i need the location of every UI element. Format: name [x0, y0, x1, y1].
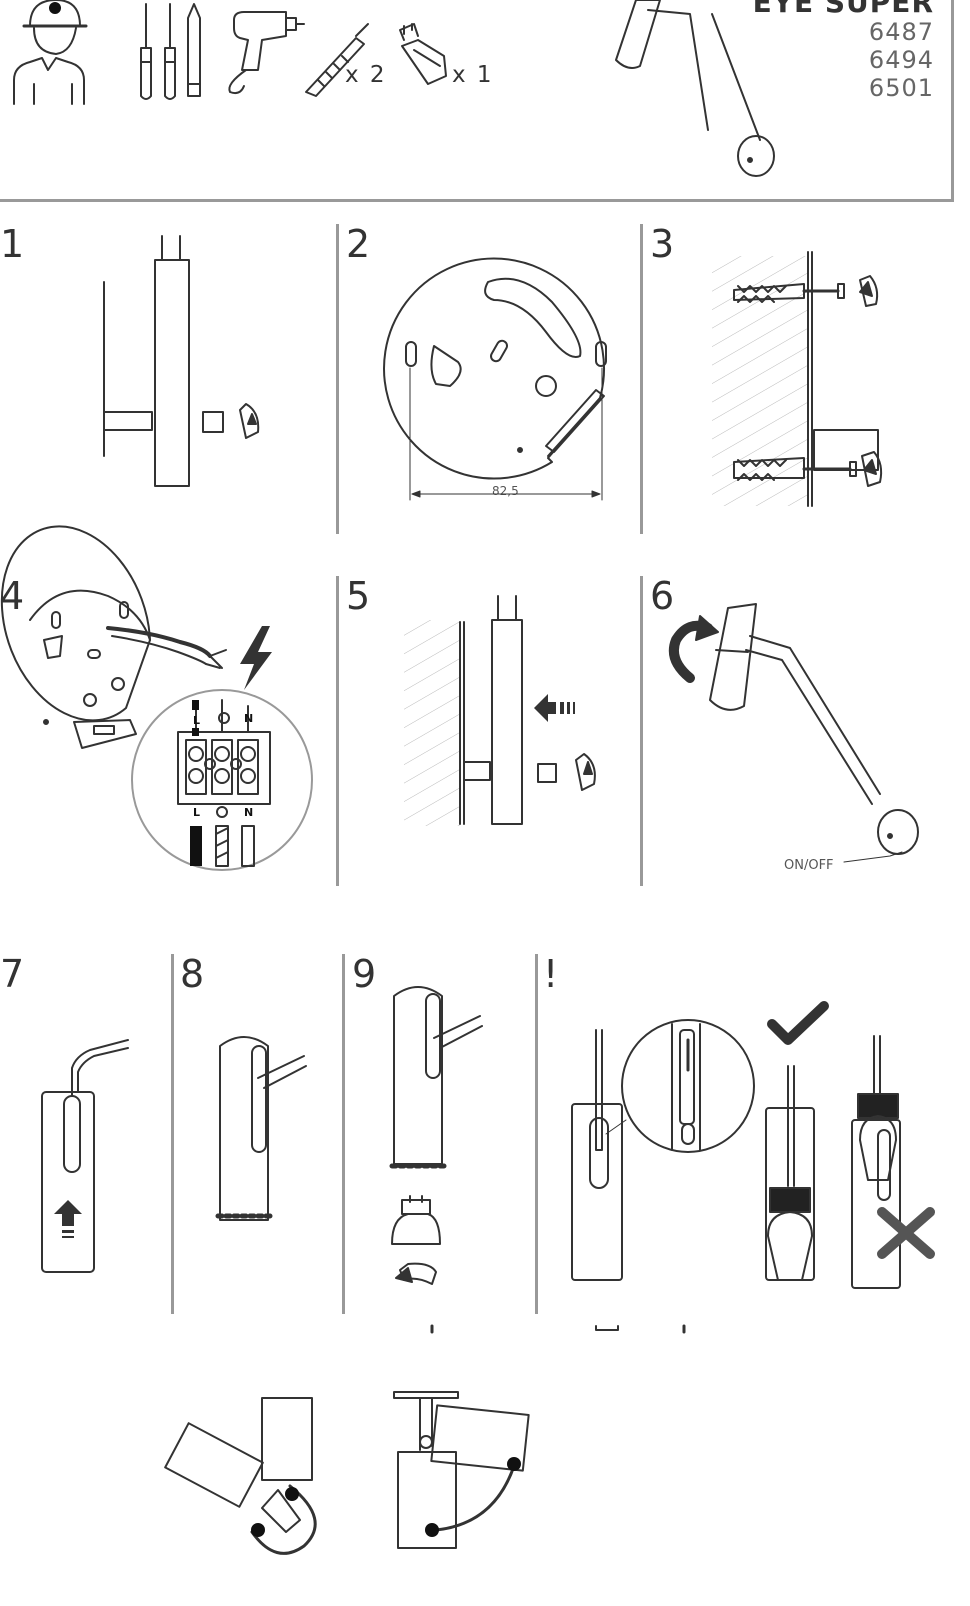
step-1-drawing [103, 235, 260, 487]
divider-2-3 [640, 224, 643, 534]
step-number-1: 1 [0, 222, 25, 266]
divider-4-5 [336, 576, 339, 886]
step-number-7: 7 [0, 952, 25, 996]
divider-5-6 [640, 576, 643, 886]
step-8-drawing [215, 1036, 307, 1221]
warning-drawing [571, 1001, 935, 1289]
step-number-5: 5 [346, 574, 371, 618]
pencil-icon [187, 3, 201, 97]
step-number-9: 9 [352, 952, 377, 996]
step-number-2: 2 [346, 222, 371, 266]
header-frame [0, 0, 954, 202]
bulb-quantity: x 1 [452, 62, 494, 88]
dowel-quantity: x 2 [345, 62, 387, 88]
step-9-drawing [389, 986, 483, 1285]
product-name: EYE SUPER [752, 0, 934, 19]
step-2-drawing [383, 257, 607, 501]
divider-1-2 [336, 224, 339, 534]
dowel-icon [305, 23, 369, 97]
divider-7-8 [171, 954, 174, 1314]
warning-mark: ! [543, 952, 559, 996]
step-3-drawing [712, 251, 883, 507]
svg-text:L: L [193, 714, 200, 727]
svg-text:N: N [244, 712, 253, 725]
step-number-3: 3 [650, 222, 675, 266]
gu10-bulb-icon [399, 23, 447, 85]
product-code-2: 6494 [868, 46, 934, 74]
rotation-diagram-left [164, 1397, 317, 1555]
step-5-drawing [404, 595, 596, 826]
divider-8-9 [342, 954, 345, 1314]
svg-text:L: L [193, 806, 200, 819]
svg-text:N: N [244, 806, 253, 819]
step-4-drawing: L N L N [0, 525, 313, 871]
step-7-drawing [41, 1039, 129, 1273]
drill-icon [228, 11, 305, 95]
product-code-1: 6487 [868, 18, 934, 46]
step-number-6: 6 [650, 574, 675, 618]
screwdriver-icon [140, 3, 176, 100]
header-lamp-drawing [615, 0, 775, 177]
divider-9-warning [535, 954, 538, 1314]
installer-icon [13, 0, 88, 105]
step-number-8: 8 [180, 952, 205, 996]
rotation-diagram-right [393, 1391, 530, 1549]
product-code-3: 6501 [868, 74, 934, 102]
onoff-label: ON/OFF [784, 858, 834, 873]
step-6-drawing [668, 603, 919, 863]
